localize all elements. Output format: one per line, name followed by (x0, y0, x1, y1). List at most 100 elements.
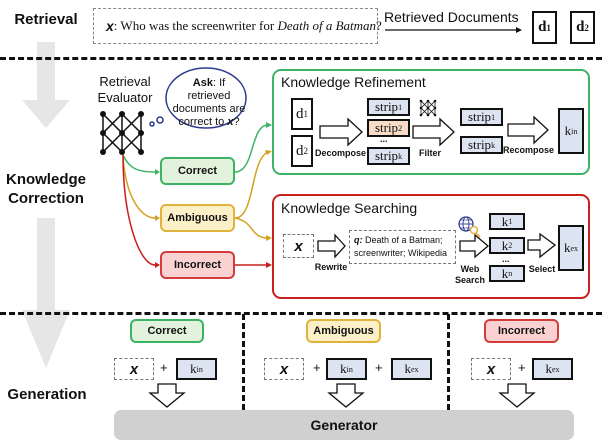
section-arrow-shaft-2 (37, 218, 55, 312)
rewritten-query-line2: screenwriter; Wikipedia (354, 248, 448, 258)
web-search-label-line2: Search (455, 275, 486, 285)
k-base: k (563, 240, 571, 255)
query-text-title: Death of a Batman (277, 18, 377, 33)
section-arrow-head-2 (22, 310, 70, 368)
generation-incorrect-label: Incorrect (484, 319, 559, 343)
generation-ambiguous-plus-2: + (375, 360, 383, 375)
generation-arrow-incorrect (498, 383, 536, 408)
decompose-label: Decompose (315, 148, 367, 158)
web-search-globe-icon (458, 216, 481, 238)
retrieval-evaluator-title: Retrieval Evaluator (92, 74, 158, 106)
strip-base: strip (374, 148, 399, 163)
section-label-retrieval: Retrieval (14, 11, 78, 28)
thought-body: : If retrieved documents are correct to (172, 77, 246, 128)
generation-correct-label: Correct (130, 319, 204, 343)
generation-correct-x: x (114, 358, 154, 380)
generation-correct-plus: + (160, 360, 168, 375)
generator-block: Generator (114, 410, 574, 440)
k-sub: ex (410, 364, 419, 374)
doc-sub: 2 (303, 146, 309, 156)
generation-divider-2 (447, 314, 450, 410)
rewritten-query-box: q: Death of a Batman; screenwriter; Wiki… (349, 230, 456, 264)
k-sub: in (571, 126, 578, 136)
generation-incorrect-x: x (471, 358, 511, 380)
query-x-label: x (106, 18, 114, 34)
section-label-knowledge-correction-text: Knowledge Correction (5, 171, 86, 207)
generation-ambiguous-x: x (264, 358, 304, 380)
generation-arrow-correct (148, 383, 186, 408)
k-sub: in (346, 364, 353, 374)
rewritten-query-label: q: (354, 235, 363, 245)
k-base: k (501, 213, 509, 229)
k-base: k (190, 361, 197, 376)
thought-x: x (227, 116, 234, 128)
k-sub: ex (570, 243, 579, 253)
section-label-generation: Generation (7, 386, 87, 403)
section-label-knowledge-correction: Knowledge Correction (0, 170, 92, 208)
search-x-box: x (283, 234, 314, 258)
strip-base: strip (374, 99, 399, 114)
k-sub: 2 (508, 241, 513, 250)
strip-sub: 1 (398, 102, 403, 112)
filter-label: Filter (418, 148, 441, 158)
judgment-incorrect: Incorrect (160, 251, 235, 279)
select-arrow (527, 232, 557, 259)
query-text-suffix: ? (376, 18, 382, 33)
retrieved-documents-label: Retrieved Documents (384, 9, 519, 25)
evaluator-title-line2: Evaluator (97, 90, 153, 105)
k-sub: in (196, 364, 203, 374)
k-sub: ex (551, 364, 560, 374)
k-sub: 1 (508, 217, 513, 226)
web-search-arrow (459, 233, 490, 259)
recompose-label: Recompose (503, 145, 555, 155)
filter-arrow (412, 117, 455, 147)
separator-generation (0, 312, 602, 315)
doc-sub: 1 (546, 22, 551, 33)
select-label: Select (528, 264, 556, 274)
decompose-arrow (319, 117, 363, 147)
separator-retrieval (0, 57, 602, 60)
strip-sub: k (398, 151, 403, 161)
k-base: k (501, 237, 509, 253)
doc-sub: 2 (584, 22, 589, 33)
k-sub: n (508, 269, 513, 278)
judgment-correct: Correct (160, 157, 235, 185)
query-box: x : Who was the screenwriter for Death o… (93, 8, 382, 44)
rewritten-query-line1: Death of a Batman; (362, 235, 443, 245)
doc-base: d (296, 105, 304, 122)
knowledge-searching-panel (272, 194, 590, 299)
evaluator-title-line1: Retrieval (99, 74, 151, 89)
thought-text: Ask: If retrieved documents are correct … (170, 77, 248, 129)
generation-divider-1 (242, 314, 245, 410)
rewrite-label: Rewrite (314, 262, 348, 272)
web-search-label-line1: Web (460, 264, 480, 274)
judgment-ambiguous: Ambiguous (160, 204, 235, 232)
thought-end: ? (233, 116, 240, 128)
strip-sub: 1 (491, 112, 496, 122)
strip-sub: 2 (398, 123, 403, 133)
rewrite-arrow (317, 233, 346, 259)
k-base: k (501, 265, 509, 281)
doc-base: d (296, 142, 304, 159)
doc-base: d (538, 19, 547, 35)
